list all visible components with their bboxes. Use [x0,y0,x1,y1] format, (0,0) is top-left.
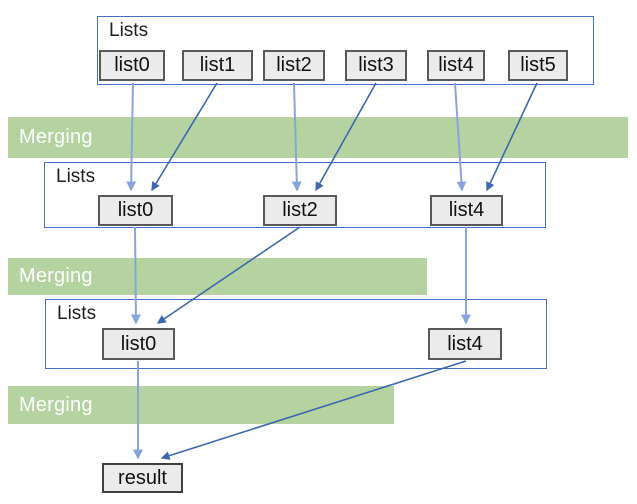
stage3-list4-box: list4 [428,328,502,360]
stage2-list0-box: list0 [98,195,173,226]
merging-band-3-label: Merging [19,393,93,416]
merging-band-2-label: Merging [19,265,93,287]
stage2-list4-box: list4 [430,195,503,226]
lists-container-2-title: Lists [56,166,96,187]
stage1-list4-box: list4 [427,50,485,81]
stage2-list2-box: list2 [263,195,337,226]
stage1-list1-box: list1 [182,50,253,81]
merging-band-3: Merging [8,386,394,424]
merging-band-1-label: Merging [19,126,93,148]
stage1-list5-box: list5 [508,50,568,81]
result-box: result [102,463,183,493]
stage1-list2-box: list2 [263,50,325,81]
stage1-list0-box: list0 [99,50,165,81]
merging-band-2: Merging [8,258,427,295]
stage1-list3-box: list3 [345,50,407,81]
stage3-list0-box: list0 [102,328,175,360]
lists-container-3-title: Lists [57,303,97,324]
lists-container-1-title: Lists [109,20,149,41]
merging-band-1: Merging [8,117,628,158]
